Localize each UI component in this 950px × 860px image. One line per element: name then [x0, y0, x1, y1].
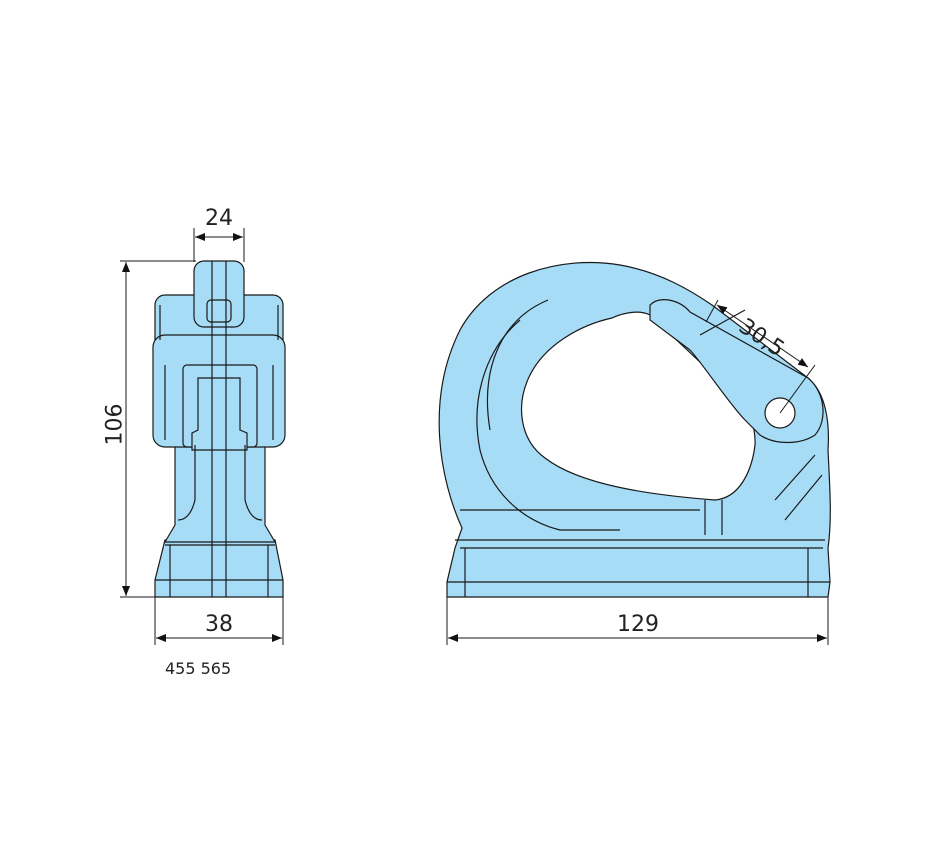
front-column	[163, 439, 277, 543]
front-top-tab	[193, 260, 245, 328]
front-base	[154, 539, 284, 598]
front-view	[152, 260, 286, 598]
dimension-lines	[120, 228, 829, 645]
dim-height: 106	[102, 403, 128, 446]
dim-base-width: 38	[205, 612, 233, 637]
side-view	[438, 262, 831, 598]
dim-base-length: 129	[617, 612, 659, 637]
dim-top-width: 24	[205, 206, 233, 231]
part-number: 455 565	[165, 659, 232, 678]
